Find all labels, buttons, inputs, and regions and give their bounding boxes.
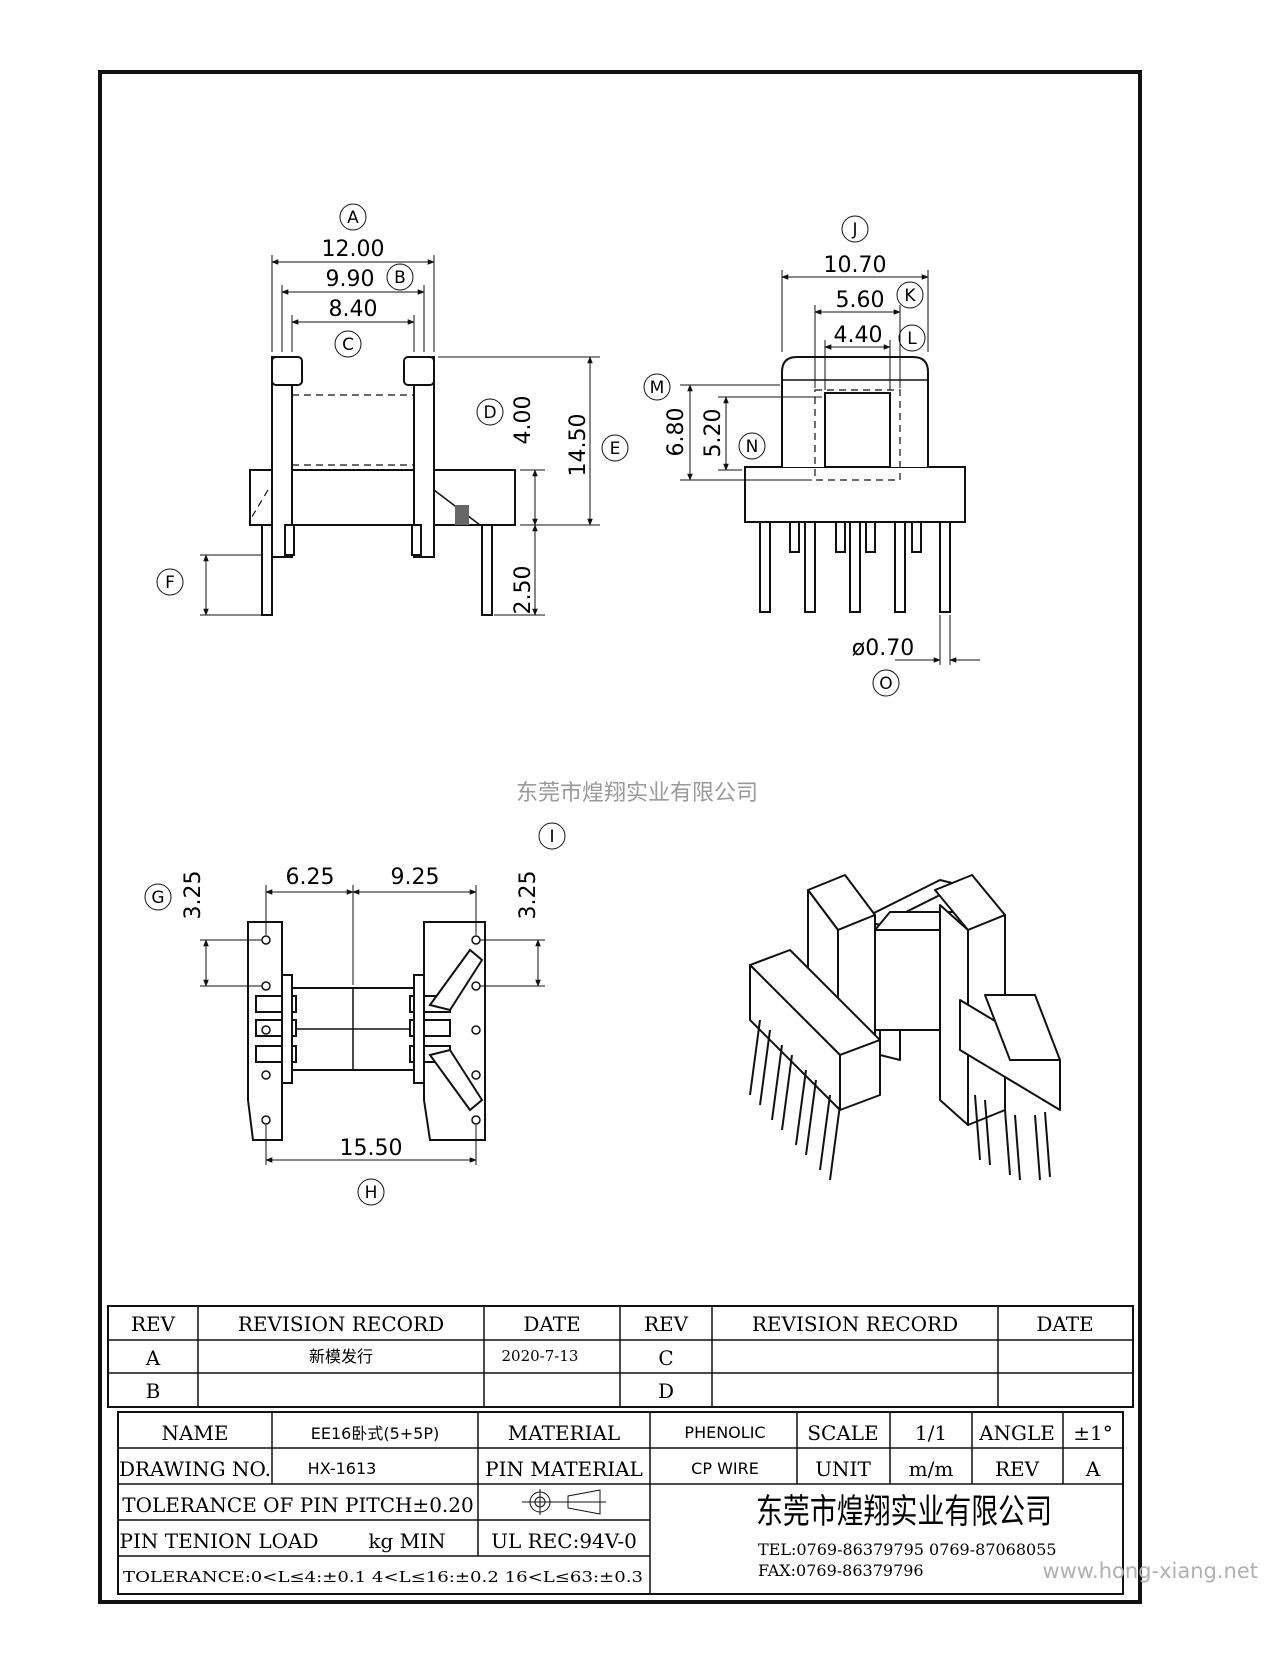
- tb-material: PHENOLIC: [684, 1423, 765, 1442]
- tb-unit-label: UNIT: [815, 1457, 871, 1481]
- dim-f: 2.50: [511, 566, 536, 615]
- tb-name: EE16卧式(5+5P): [311, 1424, 439, 1443]
- dim-l: 4.40: [834, 323, 883, 348]
- tb-fax: FAX:0769-86379796: [758, 1561, 924, 1580]
- dim-p2: 9.25: [391, 865, 440, 890]
- label-c: C: [342, 335, 354, 355]
- site-watermark: www.hong-xiang.net: [1042, 1559, 1258, 1583]
- label-h: H: [365, 1183, 378, 1203]
- label-d: D: [483, 403, 496, 423]
- rev-header-5: REVISION RECORD: [752, 1312, 958, 1336]
- dim-i: 3.25: [516, 871, 541, 920]
- label-f: F: [165, 573, 175, 593]
- tb-rev-label: REV: [995, 1457, 1040, 1481]
- tb-pin-material: CP WIRE: [691, 1459, 759, 1478]
- tb-rev: A: [1085, 1457, 1101, 1481]
- dim-j: 10.70: [824, 253, 887, 278]
- dim-p1: 6.25: [286, 865, 335, 890]
- tb-pin-material-label: PIN MATERIAL: [485, 1457, 643, 1481]
- dim-a: 12.00: [322, 237, 385, 262]
- label-j: J: [851, 220, 857, 240]
- projection-symbol: [522, 1489, 606, 1515]
- isometric-view: [749, 874, 1061, 1181]
- label-a: A: [347, 208, 359, 228]
- rev-cell: 2020-7-13: [502, 1347, 579, 1365]
- dim-c: 8.40: [329, 297, 378, 322]
- rev-header-3: DATE: [523, 1312, 580, 1336]
- rev-header-6: DATE: [1036, 1312, 1093, 1336]
- tb-pin-tenion: PIN TENION LOAD: [120, 1529, 319, 1553]
- tb-scale: 1/1: [915, 1421, 947, 1445]
- tb-drawing-no-label: DRAWING NO.: [119, 1457, 271, 1481]
- label-n: N: [746, 437, 759, 457]
- label-l: L: [907, 329, 917, 349]
- label-g: G: [151, 888, 164, 908]
- dim-b: 9.90: [326, 267, 375, 292]
- side-view: J 10.70 5.60 K 4.40 L M 6.80 5.20 N ø0.7…: [643, 215, 980, 697]
- tb-pin-tenion-unit: kg MIN: [368, 1529, 445, 1553]
- tb-drawing-no: HX-1613: [308, 1459, 377, 1478]
- rev-header-1: REV: [131, 1312, 176, 1336]
- revision-table: REV REVISION RECORD DATE REV REVISION RE…: [107, 1305, 1134, 1408]
- tb-tel: TEL:0769-86379795 0769-87068055: [758, 1540, 1057, 1559]
- tb-scale-label: SCALE: [807, 1421, 878, 1445]
- label-k: K: [904, 286, 916, 306]
- rev-header-2: REVISION RECORD: [238, 1312, 444, 1336]
- dim-g: 3.25: [181, 871, 206, 920]
- label-b: B: [394, 268, 406, 288]
- rev-cell: B: [146, 1379, 161, 1403]
- tb-tolerance-pitch: TOLERANCE OF PIN PITCH±0.20: [122, 1493, 473, 1517]
- label-m: M: [650, 378, 665, 398]
- dim-k: 5.60: [836, 288, 885, 313]
- dim-e: 14.50: [566, 414, 591, 477]
- rev-header-4: REV: [644, 1312, 689, 1336]
- tb-company: 东莞市煌翔实业有限公司: [756, 1492, 1052, 1532]
- title-block: NAME EE16卧式(5+5P) MATERIAL PHENOLIC SCAL…: [117, 1411, 1124, 1595]
- tb-unit: m/m: [909, 1457, 954, 1481]
- front-view: A 12.00 9.90 B 8.40 C D 4.00 14.50 E 2.5…: [156, 203, 629, 616]
- dim-n: 5.20: [701, 409, 726, 458]
- tb-material-label: MATERIAL: [508, 1421, 620, 1445]
- dim-m: 6.80: [664, 408, 689, 457]
- dim-h: 15.50: [340, 1136, 403, 1161]
- tb-angle-label: ANGLE: [978, 1421, 1055, 1445]
- drawing-frame: [98, 70, 1142, 1604]
- tb-angle: ±1°: [1073, 1421, 1112, 1445]
- tb-name-label: NAME: [161, 1421, 228, 1445]
- label-i: I: [549, 827, 554, 847]
- tb-ul-rec: UL REC:94V-0: [491, 1529, 637, 1553]
- rev-cell: A: [145, 1346, 161, 1370]
- bottom-view: 6.25 9.25 G 3.25 I 3.25 15.50 H: [144, 822, 566, 1206]
- rev-cell: 新模发行: [309, 1347, 373, 1366]
- tb-tolerance: TOLERANCE:0<L≤4:±0.1 4<L≤16:±0.2 16<L≤63…: [123, 1568, 643, 1586]
- label-o: O: [879, 674, 892, 694]
- rev-cell: C: [658, 1346, 673, 1370]
- dim-d: 4.00: [511, 396, 536, 445]
- company-watermark: 东莞市煌翔实业有限公司: [516, 781, 758, 806]
- dim-o: ø0.70: [852, 636, 914, 661]
- label-e: E: [610, 439, 621, 459]
- rev-cell: D: [658, 1379, 674, 1403]
